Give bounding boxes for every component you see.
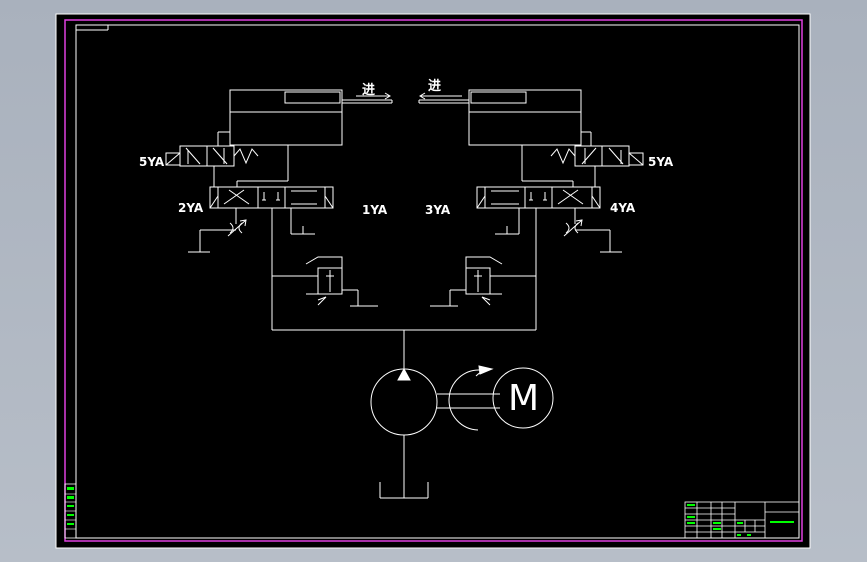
left-5ya-valve <box>165 131 259 187</box>
inner-frame <box>75 24 800 539</box>
feed-arrow-right <box>419 92 462 100</box>
right-throttle-valve <box>563 219 583 237</box>
left-relief-valve <box>272 256 378 307</box>
hydraulic-circuit <box>165 89 644 499</box>
label-left-5ya: 5YA <box>139 155 165 169</box>
label-motor: M <box>508 378 539 419</box>
revision-strip <box>64 483 77 539</box>
hydraulic-pump <box>370 367 438 499</box>
feed-arrow-left <box>356 92 391 100</box>
left-throttle-valve <box>227 219 247 237</box>
title-block-text <box>687 504 794 536</box>
left-three-position-valve <box>188 145 334 330</box>
right-cylinder <box>418 89 582 146</box>
right-5ya-valve <box>550 131 644 187</box>
circuit-labels: 5YA 5YA 2YA 1YA 3YA 4YA 进 进 M <box>139 79 674 419</box>
pump-motor-shaft <box>437 365 500 431</box>
label-2ya: 2YA <box>178 201 204 215</box>
label-4ya: 4YA <box>610 201 636 215</box>
sheet-background <box>55 13 811 549</box>
left-cylinder <box>229 89 393 146</box>
label-feed-left: 进 <box>362 83 375 98</box>
label-right-5ya: 5YA <box>648 155 674 169</box>
label-feed-right: 进 <box>428 79 441 94</box>
outer-frame <box>64 19 803 542</box>
electric-motor <box>492 367 554 429</box>
label-1ya: 1YA <box>362 203 388 217</box>
right-relief-valve <box>430 256 536 307</box>
title-block <box>684 501 800 539</box>
label-3ya: 3YA <box>425 203 451 217</box>
right-three-position-valve <box>476 145 622 330</box>
